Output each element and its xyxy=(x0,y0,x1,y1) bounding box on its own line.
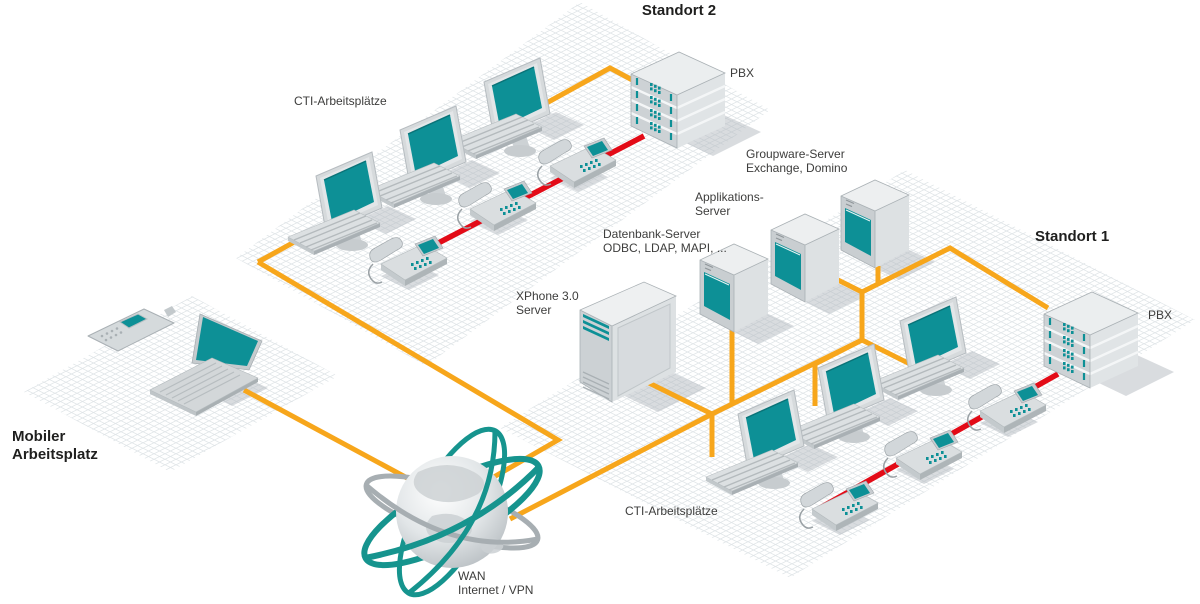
title-standort1: Standort 1 xyxy=(1035,228,1109,245)
devices xyxy=(87,52,1138,598)
lan-stub-workstation2 xyxy=(812,337,864,406)
applikations-server xyxy=(770,213,840,303)
label-mobiler-2: Arbeitsplatz xyxy=(12,446,98,463)
groupware-server xyxy=(840,179,910,269)
datenbank-server xyxy=(699,243,769,333)
label-datenbank-2: ODBC, LDAP, MAPI, ... xyxy=(603,241,727,255)
label-wan-2: Internet / VPN xyxy=(458,583,533,597)
globe-ring-front-gray xyxy=(364,483,539,545)
lan-trunk-to-pbx1 xyxy=(860,245,1050,311)
label-applikation-1: Applikations- xyxy=(695,190,764,204)
label-pbx-standort1: PBX xyxy=(1148,308,1172,322)
label-wan-1: WAN xyxy=(458,569,486,583)
wan-globe xyxy=(361,426,543,598)
globe-ring-front-teal2 xyxy=(407,430,498,595)
globe-ring-front-teal1 xyxy=(364,463,543,561)
label-xphone-2: Server xyxy=(516,303,551,317)
label-applikation-2: Server xyxy=(695,204,730,218)
label-groupware-2: Exchange, Domino xyxy=(746,161,848,175)
label-cti-standort2: CTI-Arbeitsplätze xyxy=(294,94,387,108)
labels: Standort 2 Standort 1 PBX PBX CTI-Arbeit… xyxy=(12,2,1172,597)
label-mobiler-1: Mobiler xyxy=(12,428,65,445)
label-pbx-standort2: PBX xyxy=(730,66,754,80)
label-groupware-1: Groupware-Server xyxy=(746,147,845,161)
label-xphone-1: XPhone 3.0 xyxy=(516,289,579,303)
label-datenbank-1: Datenbank-Server xyxy=(603,227,700,241)
label-cti-standort1: CTI-Arbeitsplätze xyxy=(625,504,718,518)
title-standort2: Standort 2 xyxy=(642,2,716,19)
